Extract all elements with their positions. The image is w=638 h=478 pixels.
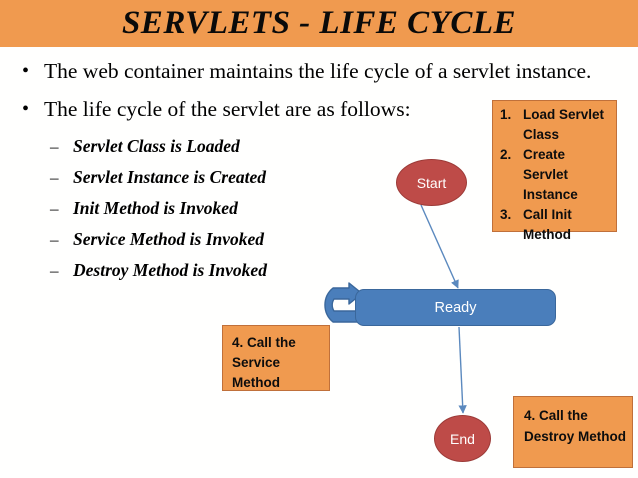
bullet-marker: •	[22, 60, 30, 82]
flow-node-start-label: Start	[416, 174, 447, 191]
sub-bullet-text: Service Method is Invoked	[73, 229, 265, 249]
sub-bullet-marker: –	[50, 261, 59, 280]
bullet-marker: •	[22, 98, 30, 120]
sub-bullet-item: – Destroy Method is Invoked	[10, 255, 480, 286]
bullet-text: The life cycle of the servlet are as fol…	[44, 97, 411, 121]
flow-node-end-label: End	[450, 430, 475, 447]
callout-item-text: Create Servlet Instance	[523, 147, 578, 202]
callout-item-number: 2.	[500, 147, 512, 162]
arrow-ready-to-end	[458, 326, 467, 414]
callout-item-number: 3.	[500, 207, 512, 222]
callout-load-create-init: 1. Load Servlet Class 2. Create Servlet …	[492, 100, 617, 242]
sub-bullet-marker: –	[50, 230, 59, 249]
callout-list-item: 1. Load Servlet Class	[496, 105, 611, 145]
callout-item-text: Call Init Method	[523, 207, 572, 242]
callout-item-text: Load Servlet Class	[523, 107, 605, 142]
flow-node-start[interactable]: Start	[396, 159, 467, 206]
flow-node-ready-label: Ready	[434, 299, 477, 316]
sub-bullet-marker: –	[50, 168, 59, 187]
flow-node-end[interactable]: End	[434, 415, 491, 462]
sub-bullet-text: Servlet Class is Loaded	[73, 136, 240, 156]
bullet-item: • The web container maintains the life c…	[10, 55, 591, 87]
sub-bullet-item: – Service Method is Invoked	[10, 224, 480, 255]
bullet-text: The web container maintains the life cyc…	[44, 59, 592, 83]
sub-bullet-text: Servlet Instance is Created	[73, 167, 266, 187]
sub-bullet-marker: –	[50, 199, 59, 218]
flow-node-ready[interactable]: Ready	[355, 289, 556, 326]
sub-bullet-item: – Servlet Instance is Created	[10, 162, 480, 193]
title-banner	[0, 0, 638, 47]
callout-list-item: 3. Call Init Method	[496, 205, 611, 245]
callout-item-number: 1.	[500, 107, 512, 122]
sub-bullet-text: Init Method is Invoked	[73, 198, 238, 218]
callout-call-destroy-method: 4. Call the Destroy Method	[513, 396, 633, 468]
sub-bullet-text: Destroy Method is Invoked	[73, 260, 267, 280]
sub-bullet-item: – Servlet Class is Loaded	[10, 131, 480, 162]
bullet-item: • The life cycle of the servlet are as f…	[10, 93, 480, 125]
callout-call-service-method: 4. Call the Service Method	[222, 325, 330, 391]
sub-bullet-item: – Init Method is Invoked	[10, 193, 480, 224]
bullet-list: • The web container maintains the life c…	[10, 55, 591, 286]
callout-list-item: 2. Create Servlet Instance	[496, 145, 611, 205]
sub-bullet-marker: –	[50, 137, 59, 156]
page-title: SERVLETS - LIFE CYCLE	[121, 5, 517, 41]
